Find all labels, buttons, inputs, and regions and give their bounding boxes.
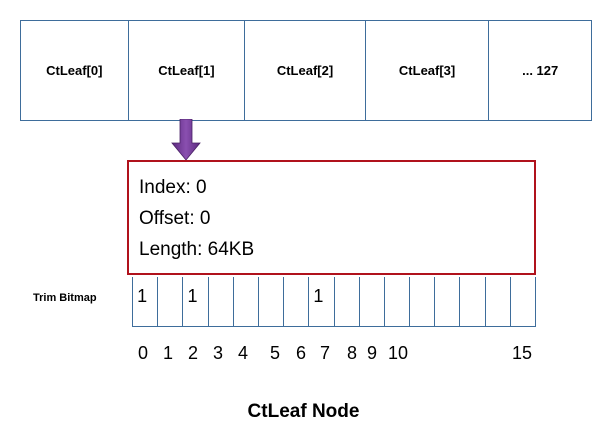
bitmap-cell: 1 xyxy=(133,277,159,326)
leaf-info-box: Index: 0 Offset: 0 Length: 64KB xyxy=(127,160,536,275)
bitmap-cell xyxy=(360,277,385,326)
bitmap-cell xyxy=(511,277,535,326)
offset-text: Offset: 0 xyxy=(139,208,211,229)
bitmap-cell xyxy=(209,277,234,326)
ctleaf-cell-0: CtLeaf[0] xyxy=(21,21,129,120)
bit-index-label: 7 xyxy=(320,343,331,363)
bit-index-label: 3 xyxy=(213,343,224,363)
bitmap-cell xyxy=(259,277,285,326)
bitmap-cell xyxy=(335,277,360,326)
bit-index-label: 5 xyxy=(270,343,281,363)
bit-index-label: 10 xyxy=(388,343,409,363)
ctleaf-array: CtLeaf[0] CtLeaf[1] CtLeaf[2] CtLeaf[3] … xyxy=(20,20,592,121)
trim-bitmap-label: Trim Bitmap xyxy=(33,292,97,304)
bit-index-label: 9 xyxy=(367,343,378,363)
ctleaf-cell-last: ... 127 xyxy=(522,63,559,78)
bitmap-cell xyxy=(435,277,461,326)
down-arrow-icon xyxy=(171,119,201,161)
trim-bitmap: 1 1 1 xyxy=(132,277,536,327)
bitmap-cell xyxy=(385,277,411,326)
bit-index-label: 1 xyxy=(163,343,174,363)
bit-index-label: 2 xyxy=(188,343,199,363)
ctleaf-cell-1: CtLeaf[1] xyxy=(129,21,246,120)
bit-index-label: 4 xyxy=(238,343,249,363)
ctleaf-cell-3: CtLeaf[3] xyxy=(366,21,490,120)
bitmap-cell xyxy=(234,277,259,326)
index-text: Index: 0 xyxy=(139,177,207,198)
ctleaf-cell-2: CtLeaf[2] xyxy=(245,21,366,120)
bitmap-cell xyxy=(158,277,184,326)
bitmap-cell: 1 xyxy=(183,277,209,326)
length-text: Length: 64KB xyxy=(139,239,255,260)
bitmap-cell: 1 xyxy=(309,277,335,326)
bitmap-cell xyxy=(410,277,436,326)
bitmap-cell xyxy=(284,277,310,326)
bit-index-label: 15 xyxy=(512,343,533,363)
bitmap-cell xyxy=(460,277,486,326)
bitmap-cell xyxy=(486,277,511,326)
bit-index-label: 6 xyxy=(296,343,307,363)
diagram-caption: CtLeaf Node xyxy=(247,401,360,422)
bit-index-label: 8 xyxy=(347,343,358,363)
bit-index-label: 0 xyxy=(138,343,149,363)
